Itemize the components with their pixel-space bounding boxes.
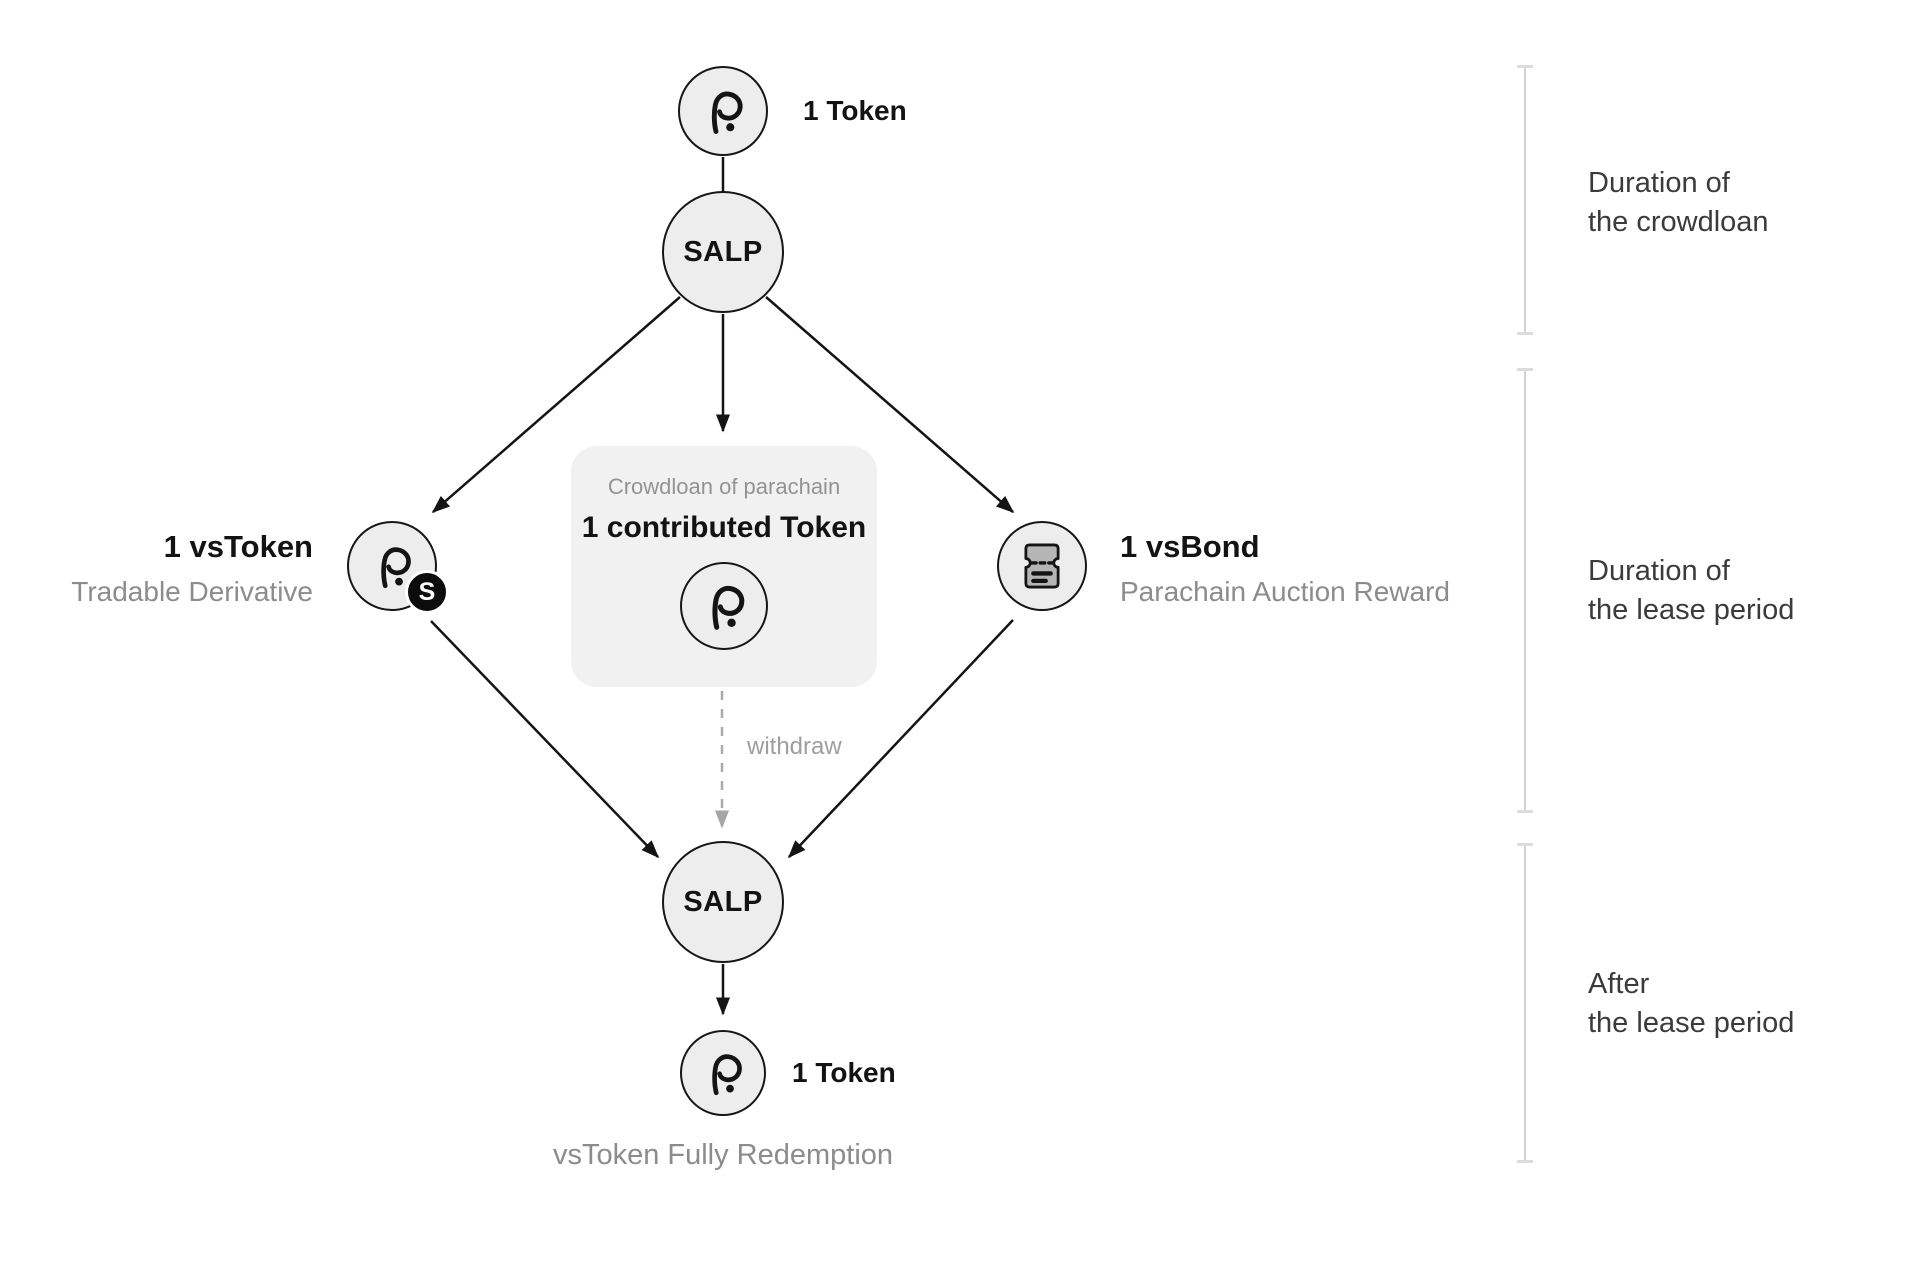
arrow-salp-to-vstoken xyxy=(431,296,681,513)
bracket-stem xyxy=(1524,371,1526,810)
vstoken-subtitle: Tradable Derivative xyxy=(71,576,313,607)
timeline-label-after-lease: After the lease period xyxy=(1588,965,1794,1043)
bond-ticket-icon xyxy=(1011,535,1073,597)
timeline-label-line: the lease period xyxy=(1588,594,1795,626)
timeline-bracket-crowdloan xyxy=(1517,65,1533,335)
timeline-label-line: the crowdloan xyxy=(1588,206,1769,238)
polkadot-icon xyxy=(696,578,752,634)
timeline-label-line: After xyxy=(1588,968,1650,1000)
redemption-caption: vsToken Fully Redemption xyxy=(552,1139,894,1171)
salp-label-bottom: SALP xyxy=(683,885,763,918)
s-badge-icon: S xyxy=(405,570,449,614)
vsbond-subtitle: Parachain Auction Reward xyxy=(1120,576,1450,607)
arrow-salp-to-vsbond xyxy=(765,296,1015,513)
timeline-label-crowdloan: Duration of the crowdloan xyxy=(1588,164,1769,242)
crowdloan-caption: Crowdloan of parachain xyxy=(607,474,841,499)
salp-node-bottom: SALP xyxy=(662,841,784,963)
salp-label-top: SALP xyxy=(683,235,763,268)
arrow-vstoken-to-salp xyxy=(430,620,660,859)
timeline-bracket-after-lease xyxy=(1517,843,1533,1163)
salp-node-top: SALP xyxy=(662,191,784,313)
timeline-label-line: Duration of xyxy=(1588,555,1730,587)
arrow-vsbond-to-salp xyxy=(787,619,1014,859)
crowdloan-box: Crowdloan of parachain 1 contributed Tok… xyxy=(571,446,877,687)
vstoken-text-block: 1 vsToken Tradable Derivative xyxy=(63,527,313,613)
token-label-bottom: 1 Token xyxy=(792,1057,896,1088)
vsbond-text-block: 1 vsBond Parachain Auction Reward xyxy=(1120,527,1540,613)
vsbond-title: 1 vsBond xyxy=(1120,529,1260,564)
token-node-bottom xyxy=(680,1030,766,1116)
timeline-bracket-lease xyxy=(1517,368,1533,813)
timeline-label-lease: Duration of the lease period xyxy=(1588,552,1794,630)
bracket-stem xyxy=(1524,846,1526,1160)
timeline-label-line: the lease period xyxy=(1588,1007,1795,1039)
polkadot-icon xyxy=(696,84,750,138)
token-label-top: 1 Token xyxy=(803,95,907,126)
token-node-in-box xyxy=(680,562,768,650)
timeline-label-line: Duration of xyxy=(1588,167,1730,199)
polkadot-icon xyxy=(697,1047,749,1099)
crowdloan-title: 1 contributed Token xyxy=(581,511,867,544)
token-node-top xyxy=(678,66,768,156)
withdraw-label: withdraw xyxy=(747,733,842,760)
bracket-stem xyxy=(1524,68,1526,332)
vstoken-title: 1 vsToken xyxy=(163,529,313,564)
vsbond-node xyxy=(997,521,1087,611)
